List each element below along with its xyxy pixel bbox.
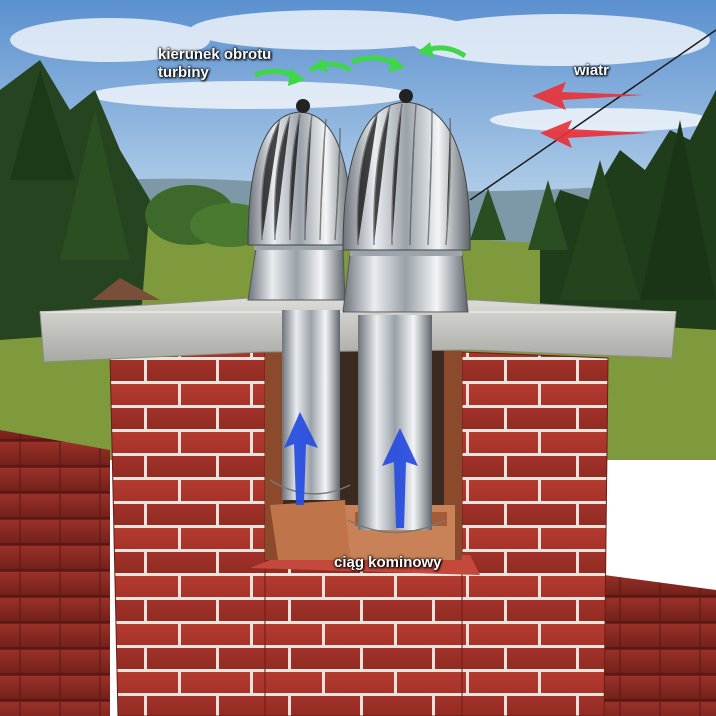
- rotation-arrow-icon: [418, 42, 467, 59]
- wind-label: wiatr: [574, 62, 610, 79]
- chimney-draft-label: ciąg kominowy: [334, 554, 442, 571]
- clouds: [10, 10, 710, 132]
- wind-arrow-icon: [540, 120, 650, 148]
- turbine-pipes: [269, 310, 446, 534]
- rotation-arrow-icon: [351, 55, 405, 72]
- wind-arrows: [532, 82, 650, 148]
- rotation-arrow-icon: [308, 58, 352, 73]
- rotation-label-line2: turbiny: [158, 64, 209, 81]
- rotation-arrows: [254, 42, 467, 86]
- wind-arrow-icon: [532, 82, 644, 110]
- turbine-ventilator-icon: [247, 99, 353, 301]
- rotation-label-line1: kierunek obrotu: [158, 46, 272, 63]
- draft-arrow-icon: [284, 412, 318, 505]
- rotation-arrow-icon: [254, 68, 305, 86]
- roof-right: [604, 575, 716, 716]
- wire: [469, 29, 716, 201]
- trees-right: [470, 90, 716, 330]
- rotation-direction-label: kierunek obrotu turbiny: [158, 46, 271, 82]
- turbine-ventilator-icon: [342, 89, 471, 313]
- draft-arrows: [284, 412, 418, 528]
- roof-left: [0, 430, 110, 716]
- draft-arrow-icon: [382, 428, 418, 528]
- distant-house: [92, 278, 160, 300]
- trees-left: [0, 60, 270, 340]
